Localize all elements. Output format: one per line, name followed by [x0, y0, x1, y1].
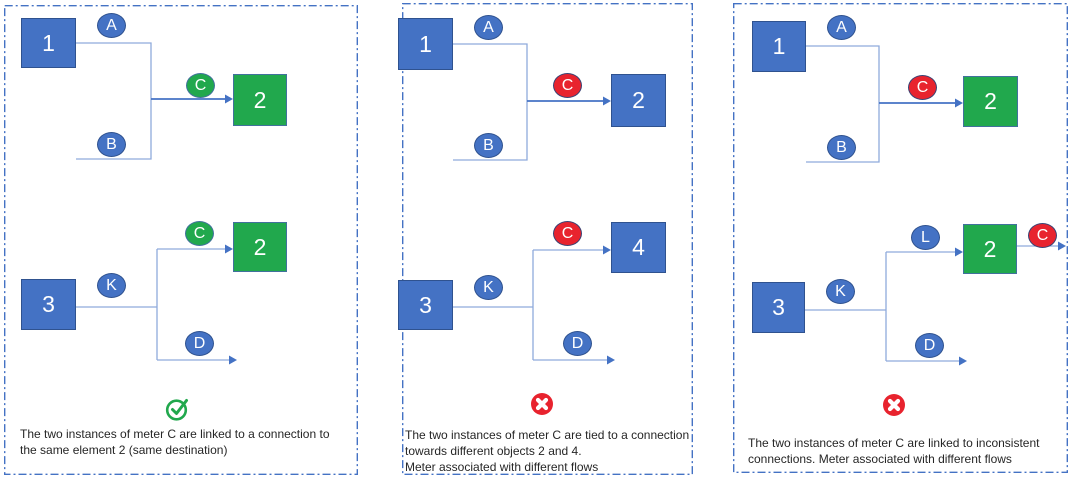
meter-label: C — [194, 76, 207, 94]
meter-label: L — [921, 228, 930, 246]
check-circle-icon — [165, 399, 188, 421]
element-label: 2 — [984, 88, 997, 114]
meter-label: B — [106, 135, 117, 153]
panel-caption: The two instances of meter C are linked … — [20, 427, 330, 457]
element-box-1: 1 — [752, 21, 806, 72]
meter-a-badge: A — [827, 15, 856, 40]
element-box-2: 2 — [963, 224, 1017, 274]
meter-k-badge: K — [474, 275, 503, 300]
meter-label: A — [106, 16, 117, 34]
element-box-3: 3 — [21, 279, 76, 330]
meter-label: C — [193, 224, 206, 242]
element-box-3: 3 — [398, 280, 453, 330]
element-label: 2 — [983, 235, 997, 262]
panel-caption: The two instances of meter C are linked … — [748, 436, 1040, 466]
meter-c-badge: C — [186, 73, 215, 98]
element-label: 1 — [419, 30, 432, 57]
element-label: 2 — [253, 233, 267, 260]
element-label: 3 — [42, 291, 55, 317]
panel-inconsistent-connections: 1 A B C 2 3 K L 2 C D The two instances … — [733, 3, 1068, 473]
element-box-2: 2 — [233, 74, 287, 126]
meter-b-badge: B — [474, 133, 503, 158]
meter-c-badge: C — [553, 221, 582, 246]
panel-caption: The two instances of meter C are tied to… — [405, 428, 690, 474]
meter-label: K — [483, 278, 494, 296]
meter-label: C — [561, 76, 574, 94]
element-label: 3 — [419, 291, 432, 318]
meter-d-badge: D — [563, 331, 592, 356]
meter-k-badge: K — [826, 279, 855, 304]
element-box-2: 2 — [611, 74, 666, 127]
meter-d-badge: D — [915, 333, 944, 358]
meter-label: B — [836, 138, 847, 156]
element-box-2: 2 — [233, 222, 287, 272]
meter-d-badge: D — [185, 331, 214, 356]
element-label: 2 — [632, 87, 645, 113]
meter-label: K — [835, 282, 846, 300]
meter-label: A — [836, 18, 847, 36]
meter-label: C — [561, 224, 574, 242]
meter-c-badge: C — [553, 73, 582, 98]
element-label: 2 — [253, 86, 267, 113]
element-label: 1 — [42, 29, 55, 56]
element-label: 4 — [632, 234, 645, 260]
meter-label: C — [1036, 226, 1049, 244]
meter-c-badge: C — [908, 75, 937, 100]
meter-label: D — [193, 334, 206, 352]
meter-c-badge: C — [185, 221, 214, 246]
meter-label: A — [483, 18, 494, 36]
element-label: 1 — [772, 33, 786, 59]
meter-label: B — [483, 136, 494, 154]
element-box-2: 2 — [963, 76, 1018, 127]
meter-c-badge: C — [1028, 223, 1057, 248]
meter-label: D — [923, 336, 936, 354]
meter-label: K — [106, 276, 117, 294]
panel-different-objects: 1 A B C 2 3 K C 4 D The two instances of… — [398, 3, 693, 475]
meter-label: D — [571, 334, 584, 352]
element-label: 3 — [772, 294, 785, 320]
element-box-4: 4 — [611, 222, 666, 273]
element-box-1: 1 — [398, 18, 453, 70]
meter-label: C — [916, 78, 929, 96]
meter-l-badge: L — [911, 225, 940, 250]
meter-b-badge: B — [827, 135, 856, 160]
meter-a-badge: A — [474, 15, 503, 40]
cross-circle-icon — [531, 393, 553, 415]
element-box-3: 3 — [752, 282, 805, 333]
cross-circle-icon — [883, 394, 905, 416]
meter-a-badge: A — [97, 13, 126, 38]
meter-k-badge: K — [97, 273, 126, 298]
meter-b-badge: B — [97, 132, 126, 157]
element-box-1: 1 — [21, 18, 76, 68]
panel-consistent-same-destination: 1 A B C 2 3 K C 2 D The two instances of… — [4, 5, 358, 475]
